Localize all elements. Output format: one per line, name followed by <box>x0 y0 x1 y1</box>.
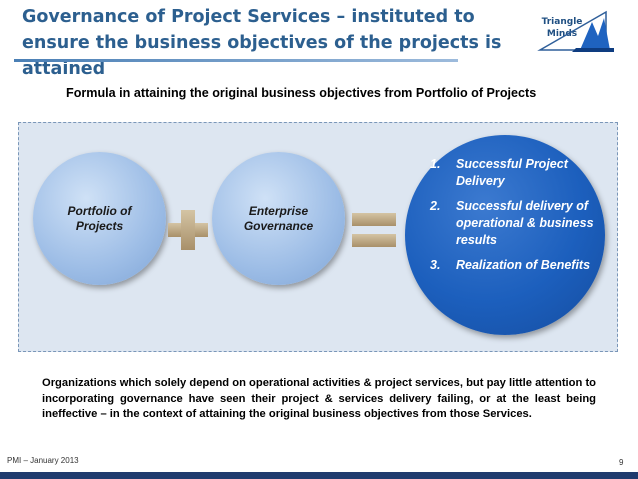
result-num-1: 1. <box>430 157 441 171</box>
bottom-bar <box>0 472 638 479</box>
page-number: 9 <box>619 458 624 467</box>
result-item-3: 3. Realization of Benefits <box>430 257 600 274</box>
governance-label: Enterprise Governance <box>212 204 345 234</box>
equals-icon <box>352 213 396 226</box>
result-num-2: 2. <box>430 199 441 213</box>
formula-subtitle: Formula in attaining the original busine… <box>66 86 537 100</box>
plus-icon-vertical <box>181 210 195 250</box>
result-text-2: Successful delivery of operational & bus… <box>456 199 594 247</box>
result-num-3: 3. <box>430 258 441 272</box>
governance-label-line-2: Governance <box>243 219 314 233</box>
slide-title: Governance of Project Services – institu… <box>22 7 502 79</box>
conclusion-paragraph: Organizations which solely depend on ope… <box>42 377 596 420</box>
logo-line-2: Minds <box>546 29 578 39</box>
result-item-2: 2. Successful delivery of operational & … <box>430 198 600 249</box>
logo-mark-icon <box>537 10 614 52</box>
portfolio-label-line-1: Portfolio of <box>67 204 132 218</box>
portfolio-circle: Portfolio of Projects <box>33 152 166 285</box>
governance-circle: Enterprise Governance <box>212 152 345 285</box>
equals-icon-lower <box>352 234 396 247</box>
result-item-1: 1. Successful Project Delivery <box>430 156 600 190</box>
results-circle <box>405 135 605 335</box>
portfolio-label-line-2: Projects <box>75 219 124 233</box>
logo-line-1: Triangle <box>541 17 583 27</box>
governance-label-line-1: Enterprise <box>248 204 309 218</box>
title-underline <box>14 59 458 62</box>
footer-date: PMI – January 2013 <box>7 456 79 465</box>
result-text-1: Successful Project Delivery <box>456 157 568 188</box>
portfolio-label: Portfolio of Projects <box>33 204 166 234</box>
result-text-3: Realization of Benefits <box>456 258 591 272</box>
results-list: 1. Successful Project Delivery 2. Succes… <box>430 156 600 282</box>
logo-text: Triangle Minds <box>536 16 588 40</box>
triangle-minds-logo: Triangle Minds <box>536 10 616 54</box>
